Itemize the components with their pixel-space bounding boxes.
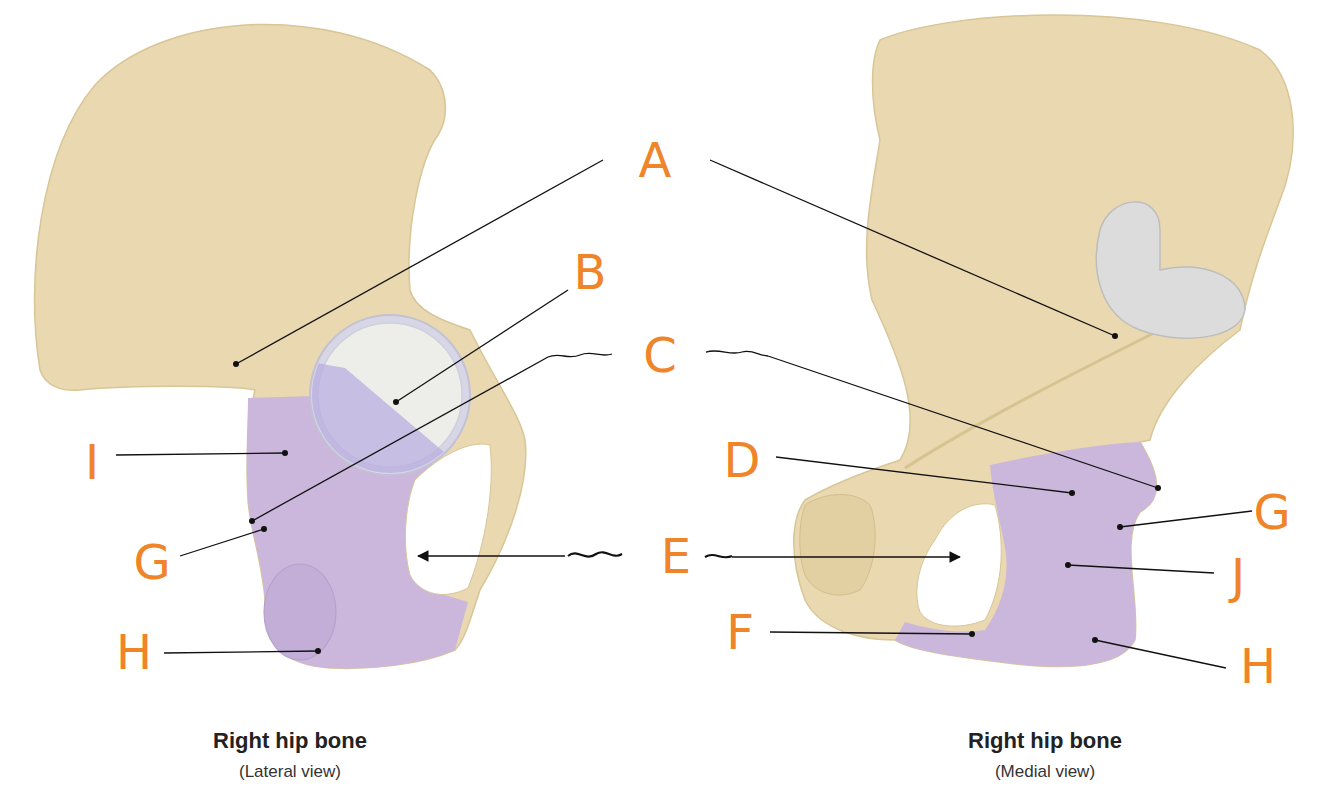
part-letter: H [1240,642,1276,690]
obturator-foramen [917,504,1001,626]
pubic-symphysis-surface [800,494,875,595]
part-letter: E [661,532,691,580]
ischial-tuberosity [264,564,336,660]
view-subtitle: (Lateral view) [239,763,341,780]
part-letter: D [724,436,761,484]
view-subtitle: (Medial view) [995,763,1095,780]
part-letter: H [116,628,152,676]
leader-lines [116,160,1252,668]
auricular-surface [1096,202,1245,338]
part-letter: G [1253,488,1290,536]
acetabulum-ischial-part [300,360,465,480]
lateral-hip-bone [35,24,526,668]
ilium-medial [794,15,1293,667]
part-letter: C [643,331,677,379]
part-letter: I [85,438,99,486]
part-letter: A [639,136,672,184]
ilium-lateral [35,24,526,668]
medial-hip-bone [794,15,1293,667]
leader-dots [233,333,1161,654]
view-title: Right hip bone [213,730,367,752]
arcuate-line [905,330,1160,468]
part-letter: F [726,608,754,656]
part-letter: G [133,538,170,586]
part-letter: B [574,248,607,296]
view-title: Right hip bone [968,730,1122,752]
part-letter: J [1231,552,1245,600]
